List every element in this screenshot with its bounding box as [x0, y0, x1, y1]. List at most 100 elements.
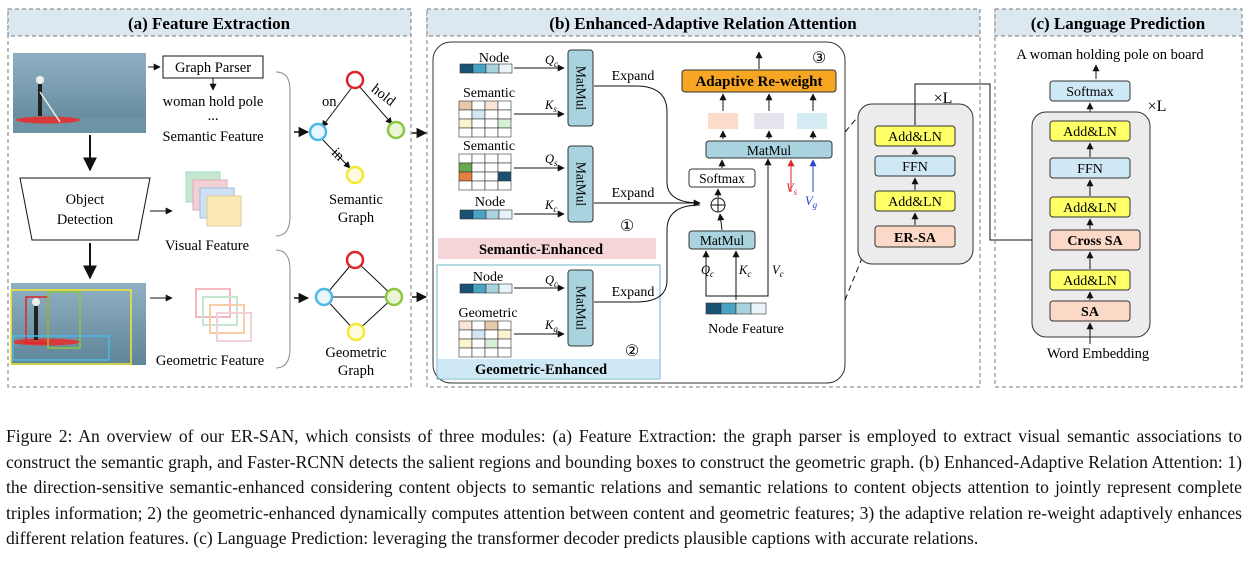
add-ln-label-c2: Add&LN — [1063, 201, 1117, 216]
panel-c-title-bar — [994, 8, 1243, 37]
visual-feature-label: Visual Feature — [165, 238, 249, 254]
panel-a-title: (a) Feature Extraction — [128, 14, 291, 33]
geometric-label: Geometric — [458, 306, 517, 321]
er-sa-label: ER-SA — [894, 231, 937, 246]
geometric-feature-stack — [195, 288, 252, 342]
matmul-box-2 — [567, 145, 594, 223]
add-ln-label-c1: Add&LN — [1063, 125, 1117, 140]
panel-feature-extraction: (a) Feature Extraction Graph Parser woma… — [7, 8, 428, 388]
matmul-box-1 — [567, 49, 594, 127]
geometric-graph: Geometric Graph — [314, 250, 404, 379]
matmul-box-top — [705, 140, 833, 159]
v-c-label: Vc — [772, 263, 784, 279]
input-photo — [13, 53, 146, 133]
softmax-box-c — [1049, 80, 1131, 102]
er-sa-times-l: ×L — [934, 90, 953, 107]
node-vector-1 — [459, 63, 513, 74]
figure-caption: Figure 2: An overview of our ER-SAN, whi… — [6, 426, 1242, 549]
object-detection-box — [19, 177, 151, 241]
detection-photo — [10, 283, 146, 365]
semantic-label-1: Semantic — [463, 86, 515, 101]
geometric-graph-line1: Geometric — [325, 345, 386, 361]
panel-a-border — [7, 8, 412, 388]
semantic-feature-label: Semantic Feature — [162, 129, 263, 145]
expand-label-3: Expand — [612, 285, 655, 300]
add-ln-box-c3 — [1049, 269, 1131, 291]
q-c-label-3: Qc — [701, 263, 714, 279]
q-c-label-1: Qc — [545, 53, 558, 69]
ellipsis-text: ... — [208, 108, 219, 124]
k-c-label-1: Kc — [544, 198, 557, 214]
output-caption: A woman holding pole on board — [1016, 47, 1204, 63]
semantic-node-blue — [308, 122, 328, 142]
node-feature-vector — [705, 302, 767, 315]
add-ln-label-b2: Add&LN — [888, 195, 942, 210]
q-s-label: Qs — [545, 152, 558, 168]
node-label-1: Node — [479, 51, 509, 66]
geometric-enhanced-label: Geometric-Enhanced — [475, 362, 607, 378]
semantic-graph-line1: Semantic — [329, 192, 383, 208]
q-c-label-2: Qc — [545, 273, 558, 289]
matmul-label-center: MatMul — [700, 233, 745, 248]
panel-c-title: (c) Language Prediction — [1031, 14, 1206, 33]
er-sa-module-box — [432, 41, 846, 384]
panel-b-title-bar — [426, 8, 981, 37]
add-ln-box-b2 — [874, 190, 956, 212]
semantic-enhanced-label: Semantic-Enhanced — [479, 242, 603, 258]
matmul-label-3: MatMul — [574, 286, 589, 331]
geometric-node-blue — [314, 287, 334, 307]
panel-a-title-bar — [7, 8, 412, 37]
edge-on-label: on — [322, 94, 337, 110]
matmul-box-center — [688, 230, 756, 250]
panel-relation-attention: (b) Enhanced-Adaptive Relation Attention… — [426, 8, 1053, 388]
v-s-label: Vs — [786, 181, 798, 197]
add-ln-label-b1: Add&LN — [888, 130, 942, 145]
er-san-diagram: (a) Feature Extraction Graph Parser woma… — [7, 8, 1243, 388]
object-detection-line2: Detection — [57, 212, 114, 228]
circle-2: ② — [625, 343, 639, 360]
geometric-enhanced-bar — [438, 359, 659, 378]
ffn-label-c: FFN — [1077, 162, 1103, 177]
adaptive-reweight-label: Adaptive Re-weight — [695, 74, 822, 90]
geometric-matrix — [458, 320, 512, 358]
object-detection-line1: Object — [66, 192, 105, 208]
semantic-matrix-2 — [458, 153, 512, 191]
k-s-label: Ks — [544, 98, 557, 114]
cross-sa-box — [1049, 229, 1141, 251]
node-label-3: Node — [473, 270, 503, 285]
adaptive-reweight-box — [681, 69, 837, 93]
add-ln-box-c2 — [1049, 196, 1131, 218]
geometric-graph-line2: Graph — [338, 363, 375, 379]
matmul-label-2: MatMul — [574, 162, 589, 207]
er-sa-box — [874, 225, 956, 248]
semantic-matrix-1 — [458, 100, 512, 138]
matmul-label-1: MatMul — [574, 66, 589, 111]
panel-c-border — [994, 8, 1243, 388]
add-ln-label-c3: Add&LN — [1063, 274, 1117, 289]
geometric-node-green — [384, 287, 404, 307]
node-vector-3 — [459, 283, 513, 294]
ffn-box-c — [1049, 157, 1131, 179]
sa-box — [1049, 300, 1131, 322]
weight-chip-2 — [754, 113, 784, 129]
geometric-node-red — [345, 250, 365, 270]
decoder-times-l: ×L — [1148, 98, 1167, 115]
node-vector-2 — [459, 209, 513, 220]
ffn-label-b: FFN — [902, 160, 928, 175]
geometric-node-yellow — [346, 322, 366, 342]
panel-language-prediction: (c) Language Prediction A woman holding … — [994, 8, 1243, 388]
weight-chip-1 — [708, 113, 738, 129]
node-label-2: Node — [475, 195, 505, 210]
semantic-label-2: Semantic — [463, 139, 515, 154]
circle-1: ① — [620, 218, 634, 235]
semantic-graph-line2: Graph — [338, 210, 375, 226]
weight-chip-3 — [797, 113, 827, 129]
semantic-node-green — [386, 120, 406, 140]
k-c-label-2: Kc — [738, 263, 751, 279]
edge-hold-label: hold — [368, 81, 399, 110]
add-ln-box-c1 — [1049, 120, 1131, 142]
softmax-label-center: Softmax — [699, 171, 745, 186]
semantic-enhanced-bar — [438, 238, 656, 259]
visual-feature-stack — [185, 171, 242, 227]
ffn-box-b — [874, 155, 956, 177]
